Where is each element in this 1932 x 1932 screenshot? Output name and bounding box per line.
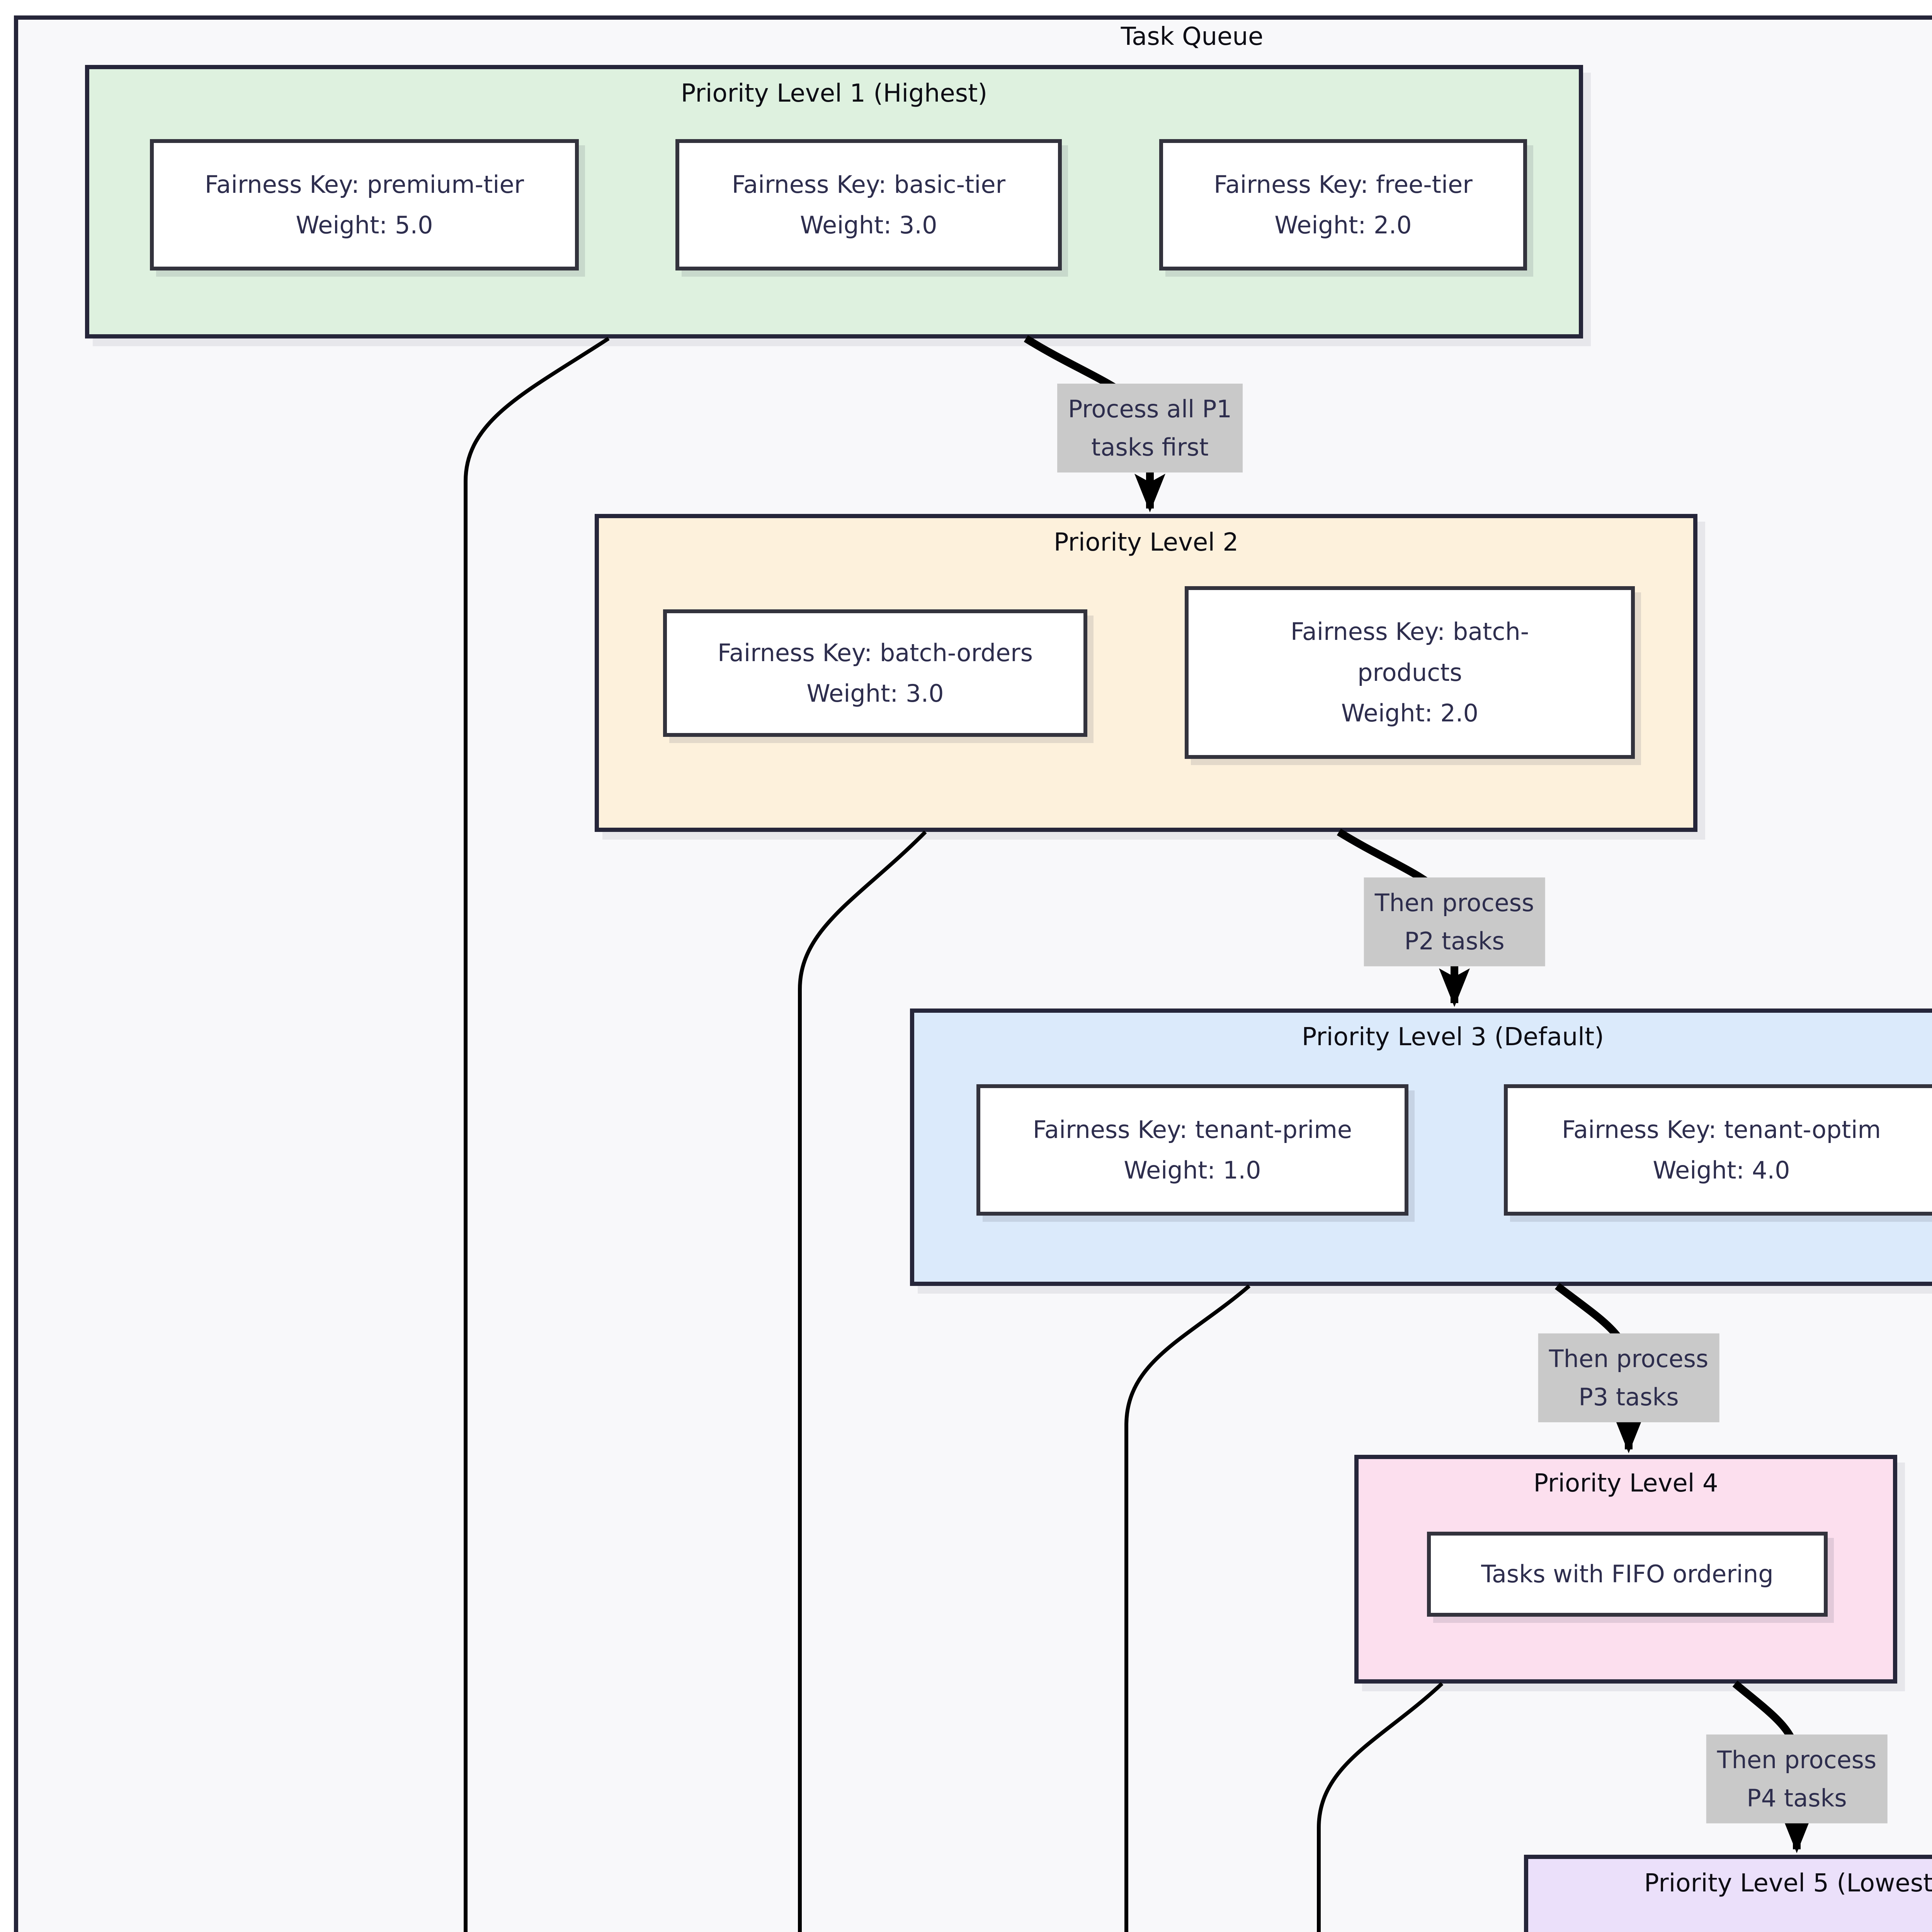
- node-batch-products: Fairness Key: batch- products Weight: 2.…: [1185, 586, 1635, 759]
- edge-p1-to-workers: [464, 337, 610, 1932]
- node-premium-tier: Fairness Key: premium-tier Weight: 5.0: [150, 139, 579, 270]
- cluster-priority-level-5: Priority Level 5 (Lowest): [1524, 1855, 1932, 1932]
- edge-label-then-process-p3: Then process P3 tasks: [1538, 1333, 1719, 1423]
- node-tenant-optim: Fairness Key: tenant-optim Weight: 4.0: [1504, 1084, 1932, 1216]
- node-basic-tier: Fairness Key: basic-tier Weight: 3.0: [675, 139, 1062, 270]
- edge-p4-to-workers: [1317, 1682, 1444, 1932]
- edge-label-then-process-p2: Then process P2 tasks: [1364, 877, 1545, 967]
- cluster-title-priority-level-5: Priority Level 5 (Lowest): [1644, 1869, 1932, 1898]
- edge-p3-to-workers: [1124, 1284, 1251, 1932]
- node-free-tier: Fairness Key: free-tier Weight: 2.0: [1159, 139, 1527, 270]
- node-p4-fifo: Tasks with FIFO ordering: [1427, 1532, 1828, 1617]
- cluster-title-priority-level-2: Priority Level 2: [1053, 528, 1239, 557]
- edge-label-process-all-p1: Process all P1 tasks first: [1057, 383, 1243, 473]
- cluster-title-priority-level-3: Priority Level 3 (Default): [1301, 1023, 1604, 1051]
- node-tenant-prime: Fairness Key: tenant-prime Weight: 1.0: [976, 1084, 1408, 1216]
- cluster-title-priority-level-4: Priority Level 4: [1533, 1469, 1718, 1498]
- cluster-title-priority-level-1: Priority Level 1 (Highest): [680, 79, 988, 108]
- edge-p2-to-workers: [798, 830, 927, 1932]
- diagram-title: Task Queue: [1121, 22, 1264, 51]
- edge-label-then-process-p4: Then process P4 tasks: [1706, 1734, 1888, 1824]
- node-batch-orders: Fairness Key: batch-orders Weight: 3.0: [663, 609, 1087, 737]
